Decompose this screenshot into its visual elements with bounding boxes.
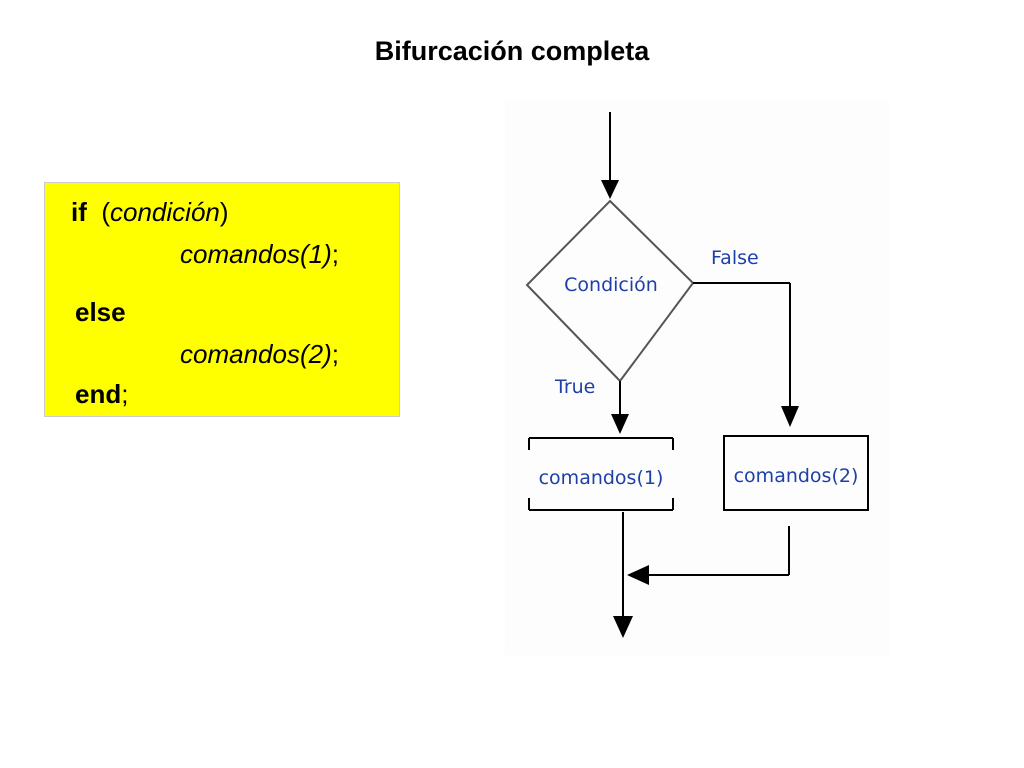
commands1-text: comandos(1) — [180, 239, 332, 269]
code-line-commands2: comandos(2); — [180, 339, 339, 370]
code-block: if (condición) comandos(1); else comando… — [44, 182, 400, 417]
semicolon-3: ; — [121, 379, 129, 409]
condition-text: condición — [110, 197, 220, 227]
code-line-commands1: comandos(1); — [180, 239, 339, 270]
semicolon-1: ; — [331, 239, 339, 269]
code-line-end: end; — [75, 379, 128, 410]
box2-rect — [723, 435, 869, 511]
false-label: False — [711, 247, 759, 269]
code-line-else: else — [75, 297, 126, 328]
slide-title: Bifurcación completa — [374, 36, 650, 66]
end-keyword: end — [75, 379, 122, 409]
code-line-if: if (condición) — [71, 197, 229, 228]
true-arrowhead — [611, 414, 629, 434]
if-keyword: if — [71, 197, 87, 227]
commands2-text: comandos(2) — [180, 339, 332, 369]
decision-label: Condición — [564, 274, 658, 296]
open-paren: ( — [101, 197, 111, 227]
entry-arrowhead — [601, 180, 619, 199]
exit-arrowhead — [613, 616, 633, 638]
true-label: True — [554, 376, 595, 398]
box2-label: comandos(2) — [734, 465, 859, 487]
merge-arrowhead — [627, 565, 649, 585]
false-arrowhead — [781, 406, 799, 427]
close-paren: ) — [219, 197, 229, 227]
semicolon-2: ; — [331, 339, 339, 369]
else-keyword: else — [75, 297, 126, 327]
flowchart: Condición False True comandos(1) comando… — [505, 100, 890, 655]
box1-label: comandos(1) — [539, 467, 664, 489]
flowchart-svg: Condición False True comandos(1) comando… — [525, 112, 869, 638]
